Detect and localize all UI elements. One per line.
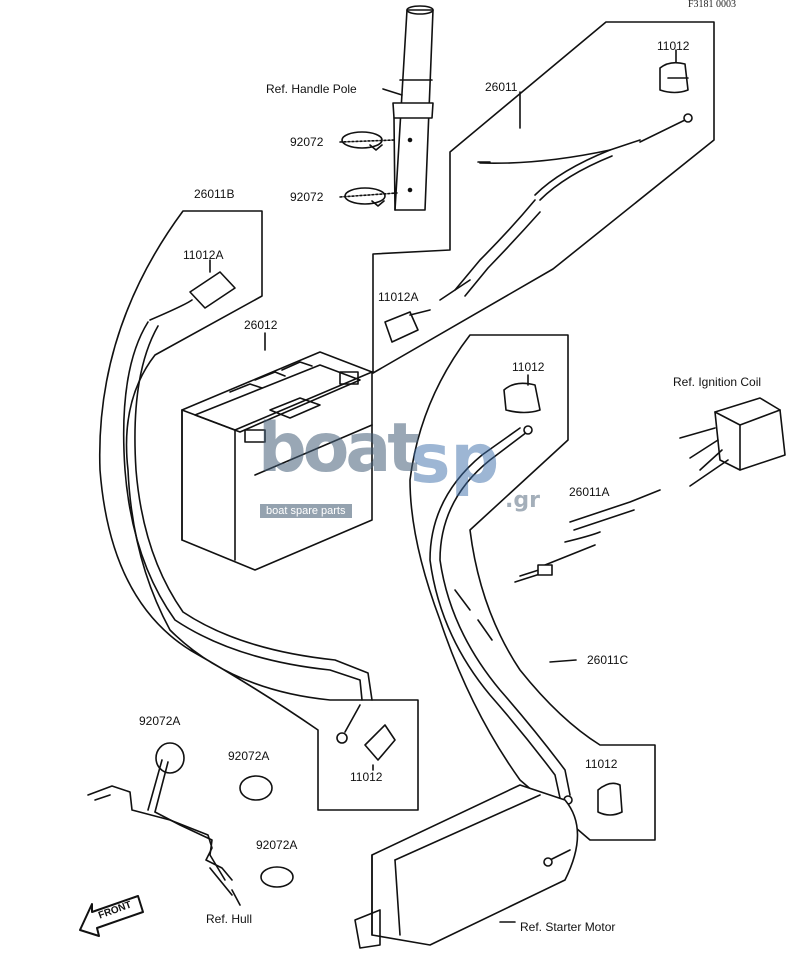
label-ref-ignition-coil: Ref. Ignition Coil (673, 375, 762, 389)
cable-26011B (122, 299, 373, 744)
label-92072A-1: 92072A (139, 714, 181, 728)
group-outline-26011C (409, 334, 656, 841)
label-11012-lower-right: 11012 (585, 757, 618, 771)
label-92072-upper: 92072 (290, 135, 324, 149)
label-92072A-2: 92072A (228, 749, 270, 763)
label-92072-lower: 92072 (290, 190, 324, 204)
label-26012: 26012 (244, 318, 278, 332)
cap-11012-lower-right (597, 782, 623, 816)
group-outline-26011B (98, 210, 419, 811)
cap-11012A-left (189, 271, 236, 309)
diagram-code: F3181 0003 (688, 0, 737, 10)
label-11012A-left: 11012A (183, 248, 224, 262)
label-26011C: 26011C (587, 653, 629, 667)
label-92072A-3: 92072A (256, 838, 298, 852)
label-11012-top: 11012 (657, 39, 690, 53)
handle-pole (392, 5, 434, 211)
clamp-92072A-3 (260, 866, 294, 888)
label-ref-starter-motor: Ref. Starter Motor (520, 920, 616, 934)
label-26011: 26011 (485, 80, 518, 94)
cap-11012-mid (503, 382, 541, 414)
front-arrow (79, 895, 144, 937)
watermark-suffix: .gr (505, 488, 540, 513)
label-26011A: 26011A (569, 485, 610, 499)
clamp-92072A-2 (239, 775, 273, 801)
ignition-coil (679, 397, 786, 487)
cap-11012-bottom-left (364, 724, 396, 761)
cable-26011 (439, 113, 693, 301)
label-26011B: 26011B (194, 187, 235, 201)
label-ref-hull: Ref. Hull (206, 912, 253, 926)
cap-11012A-mid (384, 309, 431, 343)
clamp-92072A-1 (155, 742, 185, 774)
watermark-brand-left: boat (258, 409, 420, 488)
starter-motor (354, 784, 579, 949)
clamp-92072-lower (344, 187, 386, 207)
label-11012A-mid: 11012A (378, 290, 419, 304)
cap-11012-top (659, 61, 689, 94)
watermark-brand-right: sp (410, 420, 500, 499)
watermark-tagline: boat spare parts (260, 504, 352, 518)
label-11012-bottom: 11012 (350, 770, 383, 784)
label-ref-handle-pole: Ref. Handle Pole (266, 82, 357, 96)
bracket-92072A (87, 759, 233, 896)
cable-26011A (514, 489, 661, 583)
group-outline-26011 (372, 21, 715, 374)
label-11012-mid: 11012 (512, 360, 545, 374)
